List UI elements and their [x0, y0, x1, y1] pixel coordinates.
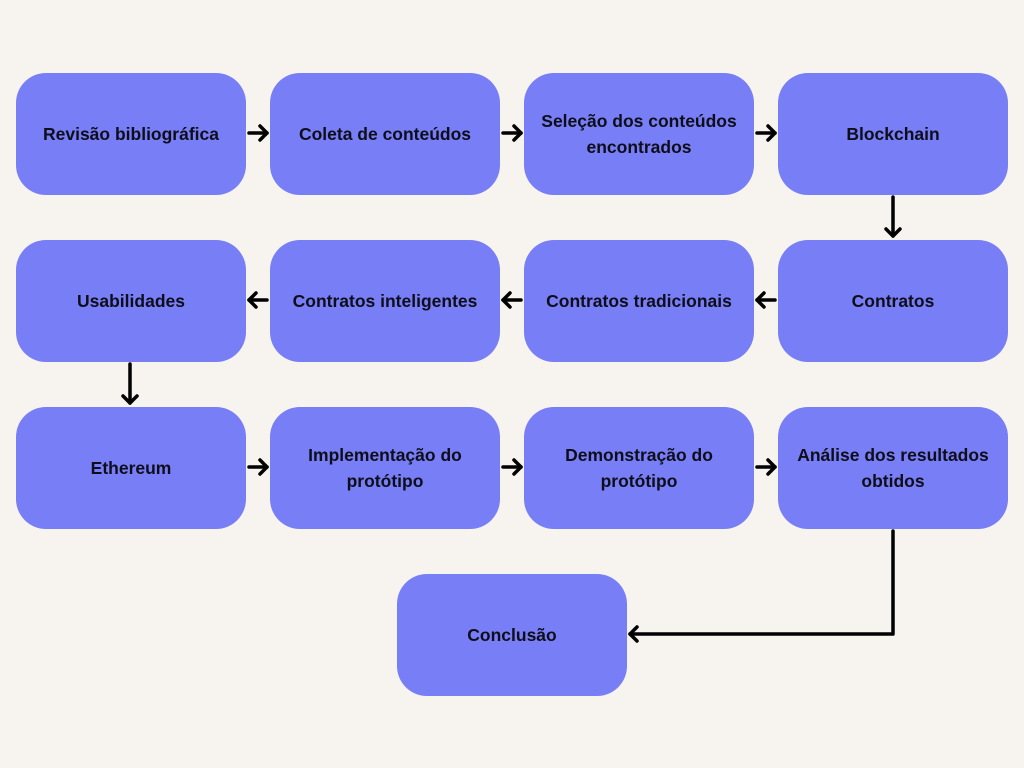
node-label: Análise dos resultados obtidos: [797, 445, 989, 491]
arrow-implementacao-to-demonstracao: [501, 458, 523, 476]
arrow-selecao-to-blockchain: [755, 124, 777, 142]
node-contratos: Contratos: [778, 240, 1008, 362]
node-contratos-tradicionais: Contratos tradicionais: [524, 240, 754, 362]
arrow-contratos-to-tradicionais: [755, 291, 777, 309]
node-label: Revisão bibliográfica: [42, 124, 220, 144]
node-label: Conclusão: [467, 625, 557, 645]
node-usabilidades: Usabilidades: [16, 240, 246, 362]
node-label: Contratos: [851, 291, 935, 311]
node-label: Seleção dos conteúdos encontrados: [541, 111, 737, 157]
node-conclusao: Conclusão: [397, 574, 627, 696]
node-label: Implementação do protótipo: [308, 445, 462, 491]
node-implementacao-do-prototipo: Implementação do protótipo: [270, 407, 500, 529]
node-label: Coleta de conteúdos: [298, 124, 472, 144]
node-blockchain: Blockchain: [778, 73, 1008, 195]
node-label: Usabilidades: [77, 291, 185, 311]
arrow-tradicionais-to-inteligentes: [501, 291, 523, 309]
node-label: Demonstração do protótipo: [565, 445, 713, 491]
node-selecao-dos-conteudos: Seleção dos conteúdos encontrados: [524, 73, 754, 195]
arrow-ethereum-to-implementacao: [247, 458, 269, 476]
node-contratos-inteligentes: Contratos inteligentes: [270, 240, 500, 362]
node-revisao-bibliografica: Revisão bibliográfica: [16, 73, 246, 195]
node-label: Contratos inteligentes: [292, 291, 478, 311]
arrow-analise-to-conclusao: [628, 529, 895, 643]
node-label: Ethereum: [90, 458, 172, 478]
arrow-blockchain-to-contratos: [884, 195, 902, 238]
node-demonstracao-do-prototipo: Demonstração do protótipo: [524, 407, 754, 529]
arrow-revisao-to-coleta: [247, 124, 269, 142]
arrow-coleta-to-selecao: [501, 124, 523, 142]
arrow-usabilidades-to-ethereum: [121, 362, 139, 405]
arrow-demonstracao-to-analise: [755, 458, 777, 476]
node-label: Contratos tradicionais: [546, 291, 732, 311]
arrow-inteligentes-to-usabilidades: [247, 291, 269, 309]
node-coleta-de-conteudos: Coleta de conteúdos: [270, 73, 500, 195]
node-label: Blockchain: [846, 124, 940, 144]
node-ethereum: Ethereum: [16, 407, 246, 529]
node-analise-dos-resultados: Análise dos resultados obtidos: [778, 407, 1008, 529]
